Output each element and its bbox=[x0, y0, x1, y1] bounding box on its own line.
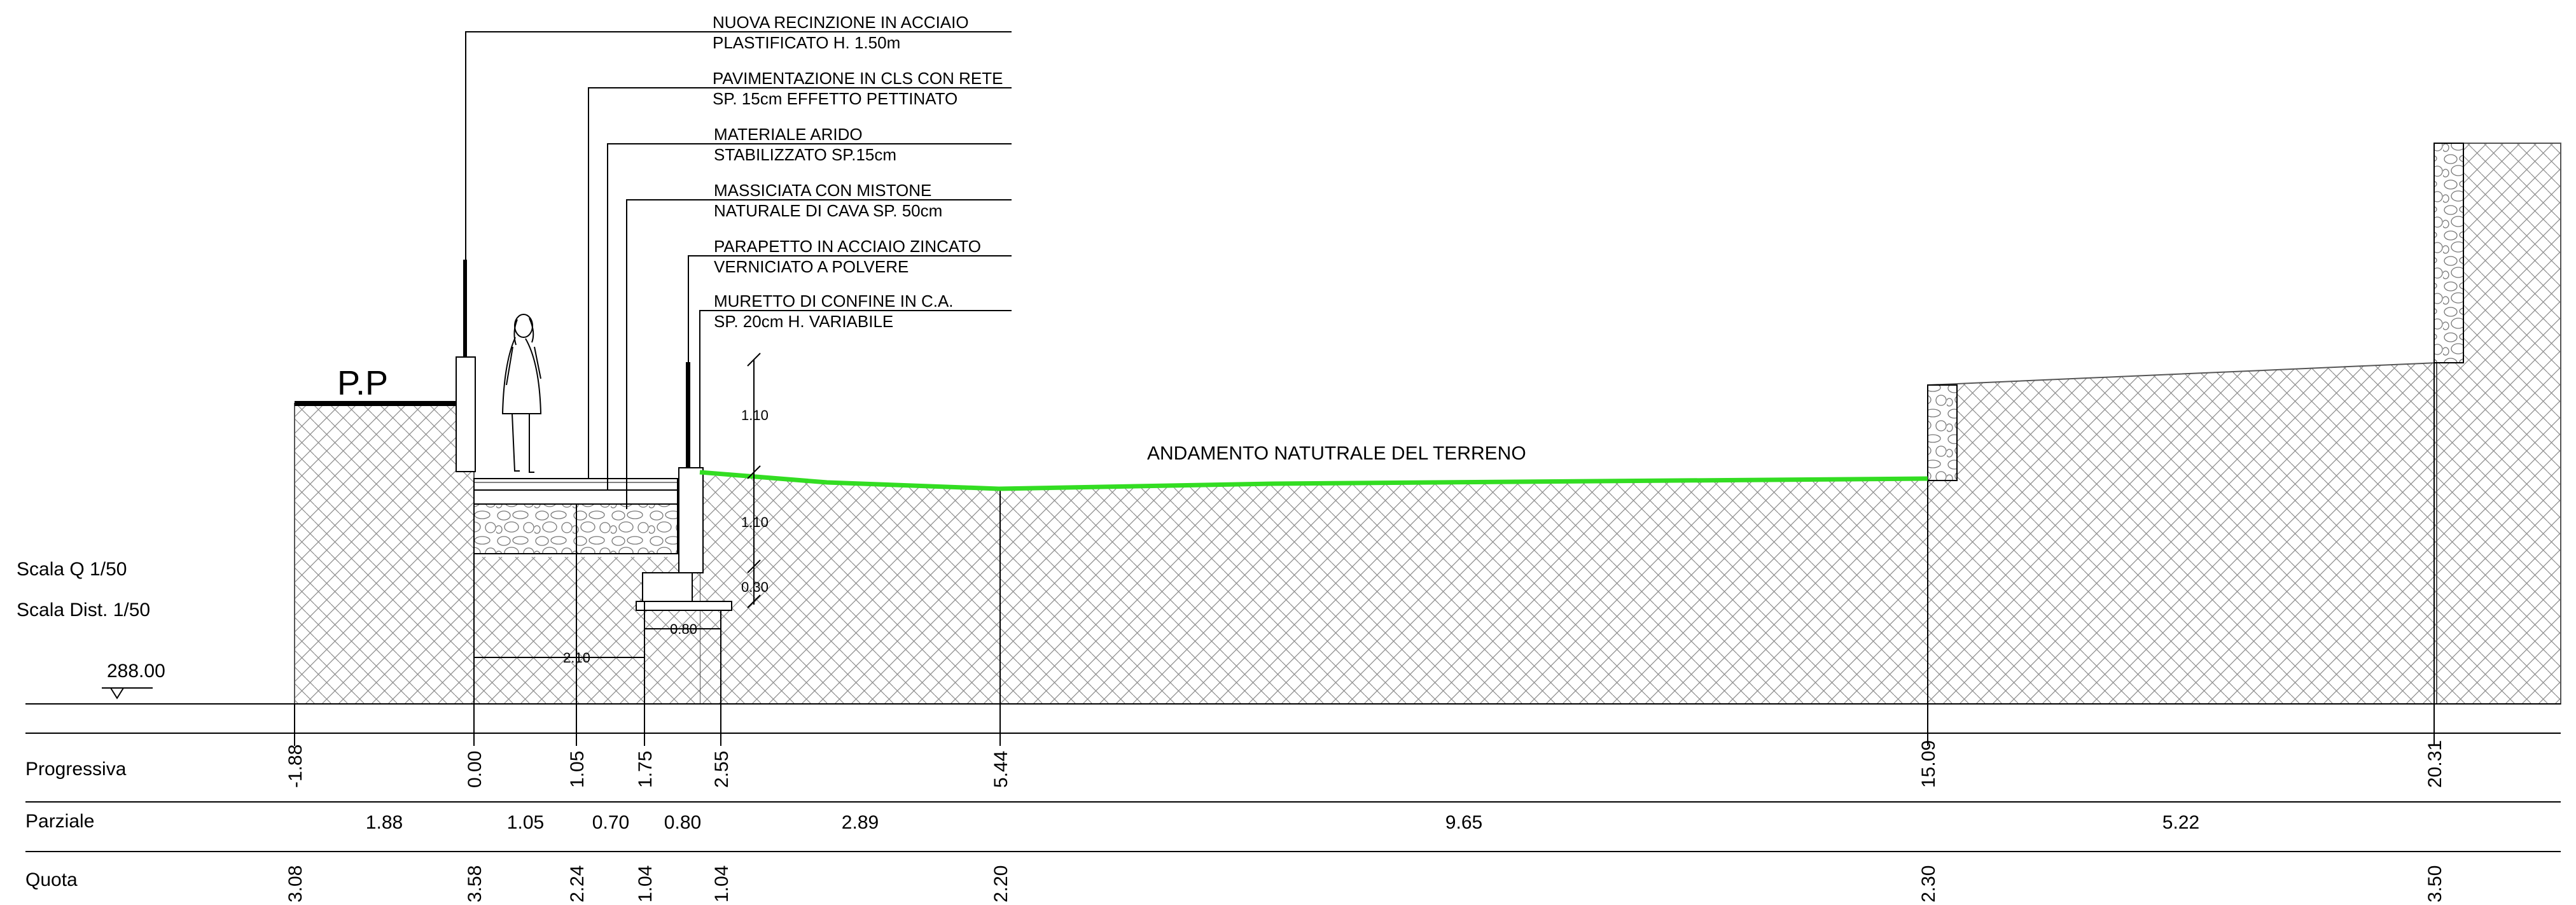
profile-table bbox=[25, 733, 2561, 852]
parziale-cell: 0.80 bbox=[664, 812, 701, 833]
quota-cell: 3.08 bbox=[285, 866, 306, 902]
pedestrian-figure-icon bbox=[501, 314, 542, 473]
station-lines bbox=[294, 363, 2435, 746]
terrain-line bbox=[699, 470, 1928, 491]
dim-w2: 2.10 bbox=[563, 650, 590, 666]
quota-cell: 3.50 bbox=[2425, 866, 2446, 902]
terrain-label: ANDAMENTO NATUTRALE DEL TERRENO bbox=[1147, 443, 1526, 464]
parziale-cell: 2.89 bbox=[842, 812, 879, 833]
parziale-cell: 0.70 bbox=[592, 812, 629, 833]
dim-h1: 1.10 bbox=[741, 407, 769, 423]
ground-main bbox=[474, 471, 1928, 705]
gabion-low bbox=[1927, 384, 1958, 481]
callout-muretto-l1: MURETTO DI CONFINE IN C.A. bbox=[714, 291, 954, 311]
progressiva-cell: 5.44 bbox=[991, 751, 1012, 788]
datum-label: 288.00 bbox=[107, 661, 165, 682]
quota-cell: 1.04 bbox=[635, 866, 656, 902]
parziale-cell: 5.22 bbox=[2162, 812, 2199, 833]
ground-left bbox=[294, 401, 475, 705]
callout-massicciata-l2: NATURALE DI CAVA SP. 50cm bbox=[714, 201, 942, 220]
callout-muretto-l2: SP. 20cm H. VARIABILE bbox=[714, 312, 893, 331]
row-label-parziale: Parziale bbox=[25, 811, 94, 832]
progressiva-cell: 20.31 bbox=[2425, 740, 2446, 788]
row-label-progressiva: Progressiva bbox=[25, 759, 127, 780]
progressiva-cell: -1.88 bbox=[285, 745, 306, 788]
callout-leaders bbox=[465, 31, 1012, 509]
parziale-cell: 1.05 bbox=[507, 812, 544, 833]
dim-w1: 0.80 bbox=[670, 621, 697, 637]
callout-texts: NUOVA RECINZIONE IN ACCIAIO PLASTIFICATO… bbox=[713, 13, 1003, 331]
progressiva-cell: 2.55 bbox=[711, 751, 732, 788]
table-values: -1.88 0.00 1.05 1.75 2.55 5.44 15.09 20.31 3.08 3… bbox=[285, 740, 2446, 902]
row-label-quota: Quota bbox=[25, 869, 78, 890]
quota-cell: 2.24 bbox=[567, 866, 588, 902]
quota-cell: 3.58 bbox=[464, 866, 485, 902]
progressiva-cell: 1.75 bbox=[635, 751, 656, 788]
progressiva-cell: 1.05 bbox=[567, 751, 588, 788]
callout-pavement-l2: SP. 15cm EFFETTO PETTINATO bbox=[713, 89, 957, 108]
callout-arido-l1: MATERIALE ARIDO bbox=[714, 125, 863, 144]
gabion-high bbox=[2433, 143, 2464, 363]
callout-fence-l2: PLASTIFICATO H. 1.50m bbox=[713, 33, 900, 52]
quota-cell: 1.04 bbox=[711, 866, 732, 902]
progressiva-cell: 0.00 bbox=[464, 751, 485, 788]
callout-fence-l1: NUOVA RECINZIONE IN ACCIAIO bbox=[713, 13, 969, 32]
boundary-wall bbox=[636, 362, 732, 611]
callout-massicciata-l1: MASSICIATA CON MISTONE bbox=[714, 181, 931, 200]
parziale-cell: 1.88 bbox=[366, 812, 403, 833]
progressiva-cell: 15.09 bbox=[1918, 740, 1939, 788]
callout-parapetto-l1: PARAPETTO IN ACCIAIO ZINCATO bbox=[714, 237, 981, 256]
parziale-cell: 9.65 bbox=[1445, 812, 1482, 833]
scale-dist-label: Scala Dist. 1/50 bbox=[17, 600, 150, 621]
callout-arido-l2: STABILIZZATO SP.15cm bbox=[714, 145, 896, 164]
fence-post bbox=[456, 260, 476, 472]
callout-pavement-l1: PAVIMENTAZIONE IN CLS CON RETE bbox=[713, 69, 1003, 88]
scale-q-label: Scala Q 1/50 bbox=[17, 559, 127, 580]
quota-cell: 2.30 bbox=[1918, 866, 1939, 902]
callout-parapetto-l2: VERNICIATO A POLVERE bbox=[714, 257, 909, 276]
datum-marker-icon bbox=[102, 687, 153, 699]
dimension-horizontal bbox=[474, 628, 721, 658]
pp-label: P.P bbox=[337, 364, 388, 402]
dim-h2: 1.10 bbox=[741, 514, 769, 530]
ground-right bbox=[1927, 143, 2561, 705]
quota-cell: 2.20 bbox=[991, 866, 1012, 902]
dim-h3: 0.30 bbox=[741, 579, 769, 595]
dimension-vertical bbox=[747, 353, 761, 608]
